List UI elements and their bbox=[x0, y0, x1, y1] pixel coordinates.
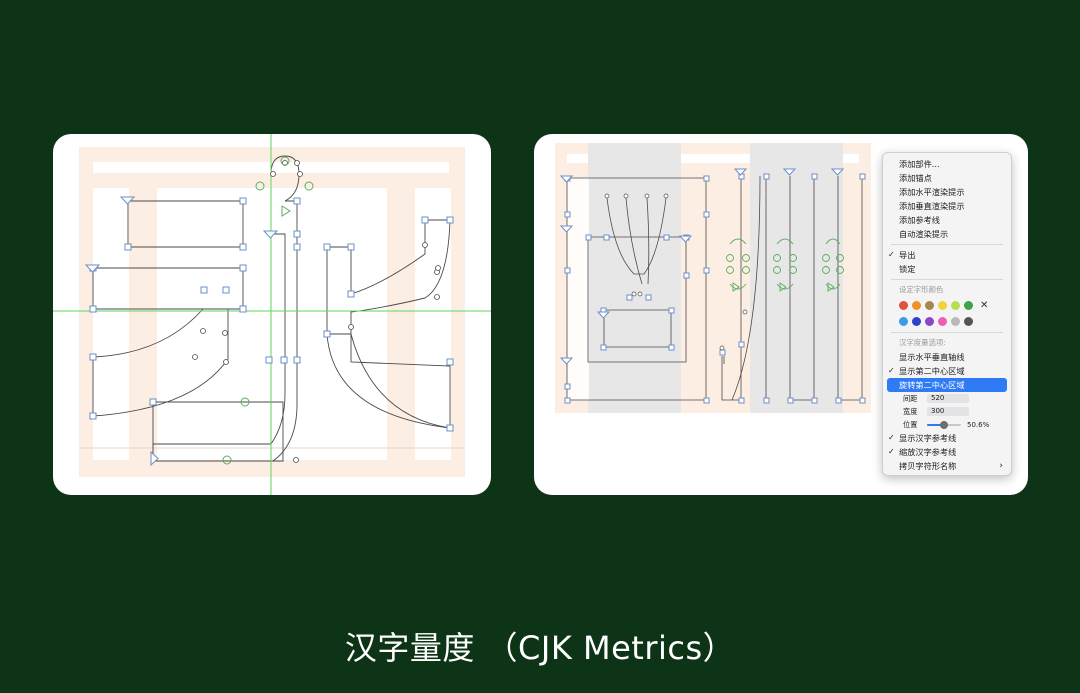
menu-item-rotate-second-center[interactable]: 旋转第二中心区域 bbox=[887, 378, 1007, 392]
off-curve-handles[interactable] bbox=[192, 160, 441, 463]
position-row: 位置 50.6% bbox=[883, 418, 1011, 431]
menu-item-add-horizontal-hint[interactable]: 添加水平渲染提示 bbox=[899, 187, 965, 197]
position-slider[interactable] bbox=[927, 420, 961, 429]
smooth-nodes[interactable] bbox=[726, 238, 844, 292]
menu-separator bbox=[891, 279, 1003, 280]
menu-item-autohint[interactable]: 自动渲染提示 bbox=[899, 229, 949, 239]
left-band bbox=[93, 188, 129, 460]
color-swatch-light-green[interactable] bbox=[951, 300, 960, 310]
menu-item-scale-cjk-guides-label: 缩放汉字参考线 bbox=[899, 447, 957, 457]
menu-item-lock[interactable]: 锁定 bbox=[899, 264, 916, 274]
menu-item-copy-glyph-name-label: 拷贝字符形名称 bbox=[899, 461, 957, 471]
color-swatch-dark-blue[interactable] bbox=[912, 316, 921, 326]
chevron-right-icon: › bbox=[999, 461, 1003, 471]
width-input[interactable]: 300 bbox=[927, 407, 969, 416]
menu-item-show-axes[interactable]: 显示水平垂直轴线 bbox=[899, 352, 965, 362]
on-curve-nodes[interactable] bbox=[89, 197, 454, 432]
off-curve-handles[interactable] bbox=[604, 193, 748, 351]
caption: 汉字量度 （CJK Metrics） bbox=[344, 629, 736, 667]
position-slider-knob[interactable] bbox=[940, 420, 949, 429]
color-swatch-orange[interactable] bbox=[912, 300, 921, 310]
menu-section-glyph-color: 设定字形颜色 bbox=[899, 285, 944, 294]
checkmark-icon: ✓ bbox=[888, 447, 895, 456]
menu-item-add-vertical-hint[interactable]: 添加垂直渲染提示 bbox=[899, 201, 965, 211]
start-point-markers[interactable] bbox=[84, 196, 279, 467]
center-band bbox=[157, 188, 387, 460]
spacing-row: 间距 520 bbox=[883, 392, 1011, 405]
smooth-nodes[interactable] bbox=[222, 156, 314, 465]
menu-section-cjk-metrics: 汉字度量选项: bbox=[899, 338, 946, 347]
color-swatch-purple[interactable] bbox=[925, 316, 934, 326]
top-band bbox=[567, 154, 859, 163]
spacing-input[interactable]: 520 bbox=[927, 394, 969, 403]
checkmark-icon: ✓ bbox=[888, 366, 895, 375]
checkmark-icon: ✓ bbox=[888, 433, 895, 442]
menu-item-add-component[interactable]: 添加部件... bbox=[899, 159, 940, 169]
clear-color-icon[interactable]: ✕ bbox=[980, 299, 989, 311]
glyph-canvas-right[interactable] bbox=[534, 134, 1028, 495]
color-swatch-light-gray[interactable] bbox=[951, 316, 960, 326]
menu-separator bbox=[891, 332, 1003, 333]
right-band bbox=[415, 188, 451, 460]
position-slider-fill bbox=[927, 423, 945, 426]
menu-item-show-second-center-label: 显示第二中心区域 bbox=[899, 366, 965, 376]
menu-item-show-cjk-guides-label: 显示汉字参考线 bbox=[899, 433, 957, 443]
color-swatch-magenta[interactable] bbox=[938, 316, 947, 326]
menu-item-export-label: 导出 bbox=[899, 250, 916, 260]
menu-item-scale-cjk-guides[interactable]: ✓ 缩放汉字参考线 bbox=[883, 445, 1011, 459]
start-point-markers[interactable] bbox=[559, 168, 845, 365]
spacing-label: 间距 bbox=[903, 393, 918, 403]
menu-item-add-guide[interactable]: 添加参考线 bbox=[899, 215, 940, 225]
position-value: 50.6% bbox=[967, 420, 990, 429]
color-swatches-row-1: ✕ bbox=[883, 297, 1011, 313]
left-band bbox=[567, 178, 589, 400]
menu-item-show-cjk-guides[interactable]: ✓ 显示汉字参考线 bbox=[883, 431, 1011, 445]
menu-separator bbox=[891, 244, 1003, 245]
color-swatch-red[interactable] bbox=[899, 300, 908, 310]
color-swatch-yellow[interactable] bbox=[938, 300, 947, 310]
glyph-editor-left[interactable] bbox=[53, 134, 491, 495]
position-label: 位置 bbox=[903, 419, 918, 429]
second-center-zone-1 bbox=[588, 143, 681, 413]
color-swatch-brown[interactable] bbox=[925, 300, 934, 310]
color-swatches-row-2 bbox=[883, 313, 1011, 329]
second-center-zone-2 bbox=[750, 143, 843, 413]
width-row: 宽度 300 bbox=[883, 405, 1011, 418]
width-label: 宽度 bbox=[903, 406, 918, 416]
glyph-canvas-left[interactable] bbox=[53, 134, 491, 495]
glyph-outline bbox=[92, 155, 451, 462]
color-swatch-light-blue[interactable] bbox=[899, 316, 908, 326]
menu-item-copy-glyph-name[interactable]: 拷贝字符形名称 › bbox=[883, 459, 1011, 473]
color-swatch-dark-green[interactable] bbox=[964, 300, 973, 310]
context-menu[interactable]: 添加部件... 添加锚点 添加水平渲染提示 添加垂直渲染提示 添加参考线 自动渲… bbox=[882, 152, 1012, 476]
color-swatch-dark-gray[interactable] bbox=[964, 316, 973, 326]
menu-item-show-second-center[interactable]: ✓ 显示第二中心区域 bbox=[883, 364, 1011, 378]
menu-item-export[interactable]: ✓ 导出 bbox=[883, 248, 1011, 262]
menu-item-add-anchor[interactable]: 添加锚点 bbox=[899, 173, 932, 183]
checkmark-icon: ✓ bbox=[888, 250, 895, 259]
